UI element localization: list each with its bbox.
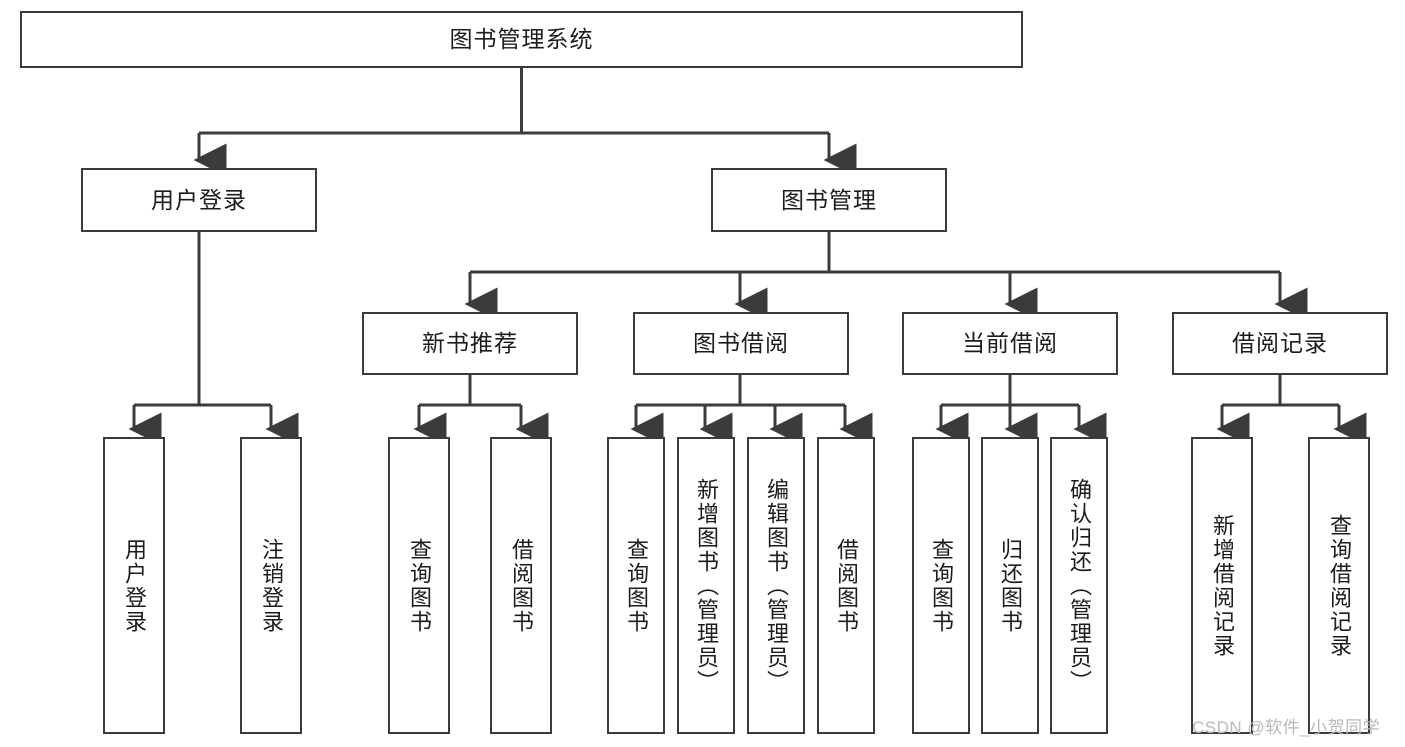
node-borrow-record-label: 借阅记录 xyxy=(1232,330,1328,357)
node-borrow-record[interactable]: 借阅记录 xyxy=(1172,312,1388,375)
node-book-borrow[interactable]: 图书借阅 xyxy=(633,312,849,375)
leaf-borrow-book-2[interactable]: 借阅图书 xyxy=(817,437,875,734)
leaf-query-record-label: 查询借阅记录 xyxy=(1326,513,1352,658)
leaf-user-login-label: 用户登录 xyxy=(121,537,147,634)
leaf-add-book-label: 新增图书（管理员） xyxy=(693,477,719,694)
leaf-edit-book-label: 编辑图书（管理员） xyxy=(763,477,789,694)
leaf-add-record[interactable]: 新增借阅记录 xyxy=(1191,437,1253,734)
leaf-edit-book[interactable]: 编辑图书（管理员） xyxy=(747,437,805,734)
leaf-borrow-book-2-label: 借阅图书 xyxy=(833,537,859,634)
leaf-confirm-return[interactable]: 确认归还（管理员） xyxy=(1050,437,1108,734)
leaf-return-book[interactable]: 归还图书 xyxy=(981,437,1039,734)
leaf-confirm-return-label: 确认归还（管理员） xyxy=(1066,477,1092,694)
leaf-user-login[interactable]: 用户登录 xyxy=(103,437,165,734)
leaf-borrow-book-1-label: 借阅图书 xyxy=(508,537,534,634)
leaf-query-book-2-label: 查询图书 xyxy=(623,537,649,634)
leaf-query-book-1-label: 查询图书 xyxy=(406,537,432,634)
node-current-borrow-label: 当前借阅 xyxy=(962,330,1058,357)
node-user-login-label: 用户登录 xyxy=(151,186,247,213)
leaf-query-book-3-label: 查询图书 xyxy=(928,537,954,634)
leaf-user-logout[interactable]: 注销登录 xyxy=(240,437,302,734)
node-new-book-recommend[interactable]: 新书推荐 xyxy=(362,312,578,375)
leaf-user-logout-label: 注销登录 xyxy=(258,537,284,634)
node-book-borrow-label: 图书借阅 xyxy=(693,330,789,357)
node-book-manage[interactable]: 图书管理 xyxy=(711,168,947,232)
leaf-add-record-label: 新增借阅记录 xyxy=(1209,513,1235,658)
node-new-book-recommend-label: 新书推荐 xyxy=(422,330,518,357)
node-user-login[interactable]: 用户登录 xyxy=(81,168,317,232)
csdn-watermark: CSDN @软件_小贺同学 xyxy=(1192,718,1381,737)
leaf-query-book-3[interactable]: 查询图书 xyxy=(912,437,970,734)
leaf-query-book-2[interactable]: 查询图书 xyxy=(607,437,665,734)
leaf-add-book[interactable]: 新增图书（管理员） xyxy=(677,437,735,734)
leaf-query-record[interactable]: 查询借阅记录 xyxy=(1308,437,1370,734)
node-root-label: 图书管理系统 xyxy=(449,26,594,53)
node-current-borrow[interactable]: 当前借阅 xyxy=(902,312,1118,375)
node-book-manage-label: 图书管理 xyxy=(781,186,877,213)
leaf-borrow-book-1[interactable]: 借阅图书 xyxy=(490,437,552,734)
leaf-return-book-label: 归还图书 xyxy=(997,537,1023,634)
node-root[interactable]: 图书管理系统 xyxy=(20,11,1023,68)
leaf-query-book-1[interactable]: 查询图书 xyxy=(388,437,450,734)
